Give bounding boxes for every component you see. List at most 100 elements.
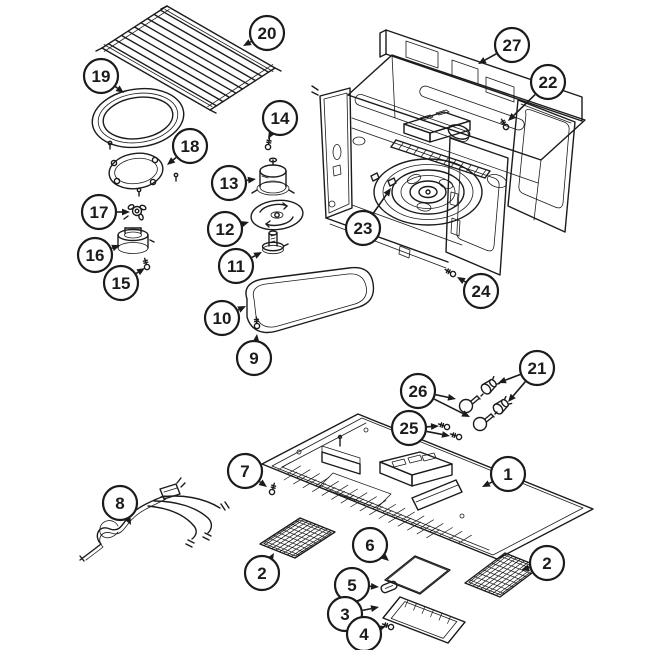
callout-circle	[493, 26, 531, 64]
callout-20: 20	[243, 14, 286, 52]
callout-circle	[344, 209, 382, 247]
callout-2: 2	[521, 544, 566, 582]
callout-arrowhead	[253, 252, 262, 259]
motor-support-bracket	[117, 227, 155, 254]
coupler-shaft	[261, 230, 289, 255]
callout-arrowhead	[122, 208, 130, 216]
callout-arrowhead	[482, 480, 491, 487]
callout-circle	[528, 544, 566, 582]
callout-leader-line	[259, 480, 262, 483]
callout-number: 22	[539, 73, 558, 92]
callout-number: 4	[359, 625, 369, 644]
cavity-top-face	[347, 54, 586, 179]
callout-number: 18	[181, 137, 200, 156]
callout-leader-line	[135, 271, 139, 275]
callout-circle	[80, 193, 118, 231]
callout-11: 11	[217, 247, 262, 285]
callout-arrowhead	[380, 553, 389, 561]
callout-leader-line	[512, 381, 526, 397]
callout-circle	[489, 455, 527, 493]
callout-arrowhead	[457, 277, 466, 284]
callout-25: 25	[390, 409, 450, 447]
callout-8: 8	[101, 484, 139, 525]
callout-arrowhead	[115, 85, 124, 93]
callout-number: 7	[240, 462, 249, 481]
callout-number: 13	[220, 174, 239, 193]
callout-circle	[399, 372, 437, 410]
callout-number: 21	[528, 359, 547, 378]
callout-12: 12	[206, 210, 249, 248]
callout-number: 14	[271, 109, 290, 128]
callout-arrowhead	[383, 188, 391, 197]
callout-circle	[345, 615, 383, 650]
callout-2: 2	[243, 553, 281, 592]
retainer-clip	[380, 580, 398, 594]
callout-1: 1	[482, 455, 527, 493]
callout-circle	[210, 164, 248, 202]
callout-circle	[235, 339, 273, 377]
light-socket	[480, 375, 501, 395]
screw-15	[142, 257, 151, 271]
grease-filter-right	[464, 552, 541, 598]
screw-25b	[449, 432, 463, 441]
wire-rack	[95, 5, 282, 114]
turntable-tray-ring	[91, 87, 185, 149]
callout-number: 9	[249, 349, 258, 368]
stirrer-blade	[250, 199, 304, 231]
callout-13: 13	[210, 164, 256, 202]
grease-filter-left	[259, 517, 336, 559]
callout-circle	[351, 526, 389, 564]
callout-number: 27	[503, 36, 522, 55]
callout-circle	[390, 409, 428, 447]
callout-leader-line	[513, 93, 536, 116]
light-bulbs-and-sockets	[458, 375, 513, 432]
screw-14	[264, 137, 272, 151]
callout-number: 10	[213, 309, 232, 328]
callout-arrowhead	[447, 394, 456, 401]
callout-21: 21	[498, 349, 556, 402]
callout-arrowhead	[237, 306, 246, 313]
callout-arrowhead	[508, 393, 516, 402]
callout-circle	[226, 452, 264, 490]
callout-number: 2	[257, 564, 266, 583]
callout-arrowhead	[247, 176, 256, 184]
callout-10: 10	[203, 299, 246, 337]
callout-number: 15	[112, 274, 131, 293]
light-bulb	[458, 393, 484, 414]
callout-arrowhead	[508, 112, 517, 121]
access-tray-frame	[382, 596, 466, 644]
callout-circle	[102, 264, 140, 302]
power-cord-harness	[79, 477, 230, 562]
callout-leader-line	[505, 373, 521, 381]
light-socket	[492, 395, 513, 415]
callout-circle	[203, 299, 241, 337]
callout-number: 3	[340, 605, 349, 624]
roller-ring-pins	[107, 140, 179, 197]
callout-circle	[217, 247, 255, 285]
callout-number: 20	[258, 24, 277, 43]
callout-number: 5	[347, 576, 356, 595]
callout-number: 16	[86, 246, 105, 265]
screw-7	[268, 482, 277, 496]
callout-23: 23	[344, 188, 391, 247]
callout-circle	[248, 14, 286, 52]
callout-leader-line	[488, 481, 493, 485]
callout-arrowhead	[521, 564, 530, 572]
base-vent-hatching	[277, 461, 472, 544]
callout-circle	[243, 554, 281, 592]
light-bulb	[472, 411, 498, 432]
callout-27: 27	[478, 26, 531, 64]
callout-22: 22	[508, 63, 567, 121]
callout-4: 4	[345, 615, 386, 650]
callout-24: 24	[457, 272, 500, 310]
callout-18: 18	[167, 127, 209, 165]
callout-6: 6	[351, 526, 389, 564]
callout-9: 9	[235, 334, 273, 377]
turntable-coupler	[123, 204, 147, 221]
callout-number: 17	[90, 203, 109, 222]
cavity-left-frame	[311, 85, 353, 219]
callout-number: 11	[227, 257, 245, 276]
callout-17: 17	[80, 193, 130, 231]
